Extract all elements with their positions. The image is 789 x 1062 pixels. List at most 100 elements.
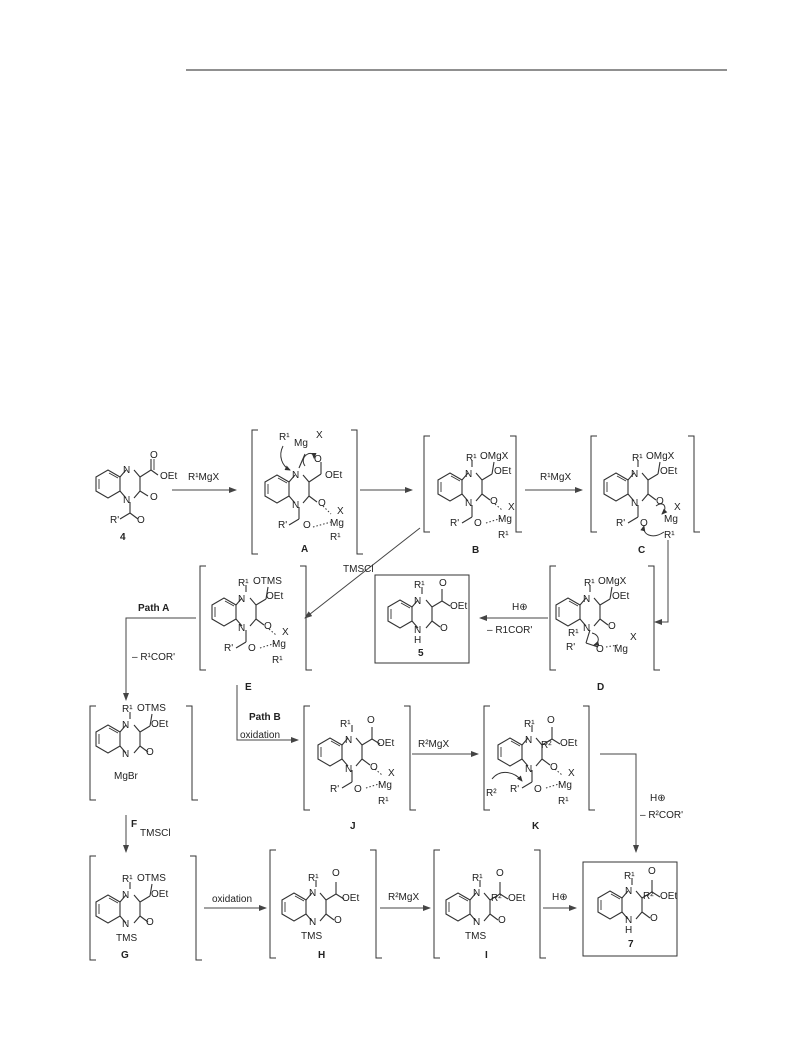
atom-r1: R¹ <box>238 578 249 589</box>
atom-r2: R² <box>643 891 654 902</box>
atom-r1: R¹ <box>584 578 595 589</box>
reagent-r1mgx-2: R¹MgX <box>540 472 571 483</box>
atom-n: N <box>631 469 638 480</box>
atom-x: X <box>508 502 515 513</box>
atom-n: N <box>414 596 421 607</box>
atom-r-prime: R' <box>110 515 119 526</box>
atom-n: N <box>473 888 480 899</box>
atom-n: N <box>625 915 632 926</box>
atom-otms: OTMS <box>137 703 166 714</box>
atom-o: O <box>474 518 482 529</box>
atom-r1: R¹ <box>122 704 133 715</box>
atom-r1: R¹ <box>632 453 643 464</box>
reagent-r2mgx-2: R²MgX <box>388 892 419 903</box>
label-compound-4: 4 <box>120 532 126 543</box>
atom-o: O <box>534 784 542 795</box>
atom-x: X <box>388 768 395 779</box>
atom-otms: OTMS <box>137 873 166 884</box>
label-compound-j: J <box>350 821 356 832</box>
atom-o: O <box>498 915 506 926</box>
atom-o: O <box>146 917 154 928</box>
atom-mg: Mg <box>664 514 678 525</box>
atom-r-prime: R' <box>278 520 287 531</box>
atom-mg: Mg <box>330 518 344 529</box>
reaction-arrows <box>123 487 669 911</box>
atom-h: H <box>414 635 421 646</box>
atom-n: N <box>122 749 129 760</box>
atom-n: N <box>122 919 129 930</box>
atom-o: O <box>334 915 342 926</box>
atom-o: O <box>640 518 648 529</box>
atom-n: N <box>122 890 129 901</box>
atom-oet: OEt <box>660 466 677 477</box>
reagent-oxidation: oxidation <box>240 730 280 741</box>
product-5-structure <box>387 587 451 629</box>
atom-n: N <box>465 498 472 509</box>
atom-x: X <box>568 768 575 779</box>
label-compound-h: H <box>318 950 325 961</box>
atom-tms: TMS <box>116 933 137 944</box>
atom-mg: Mg <box>498 514 512 525</box>
atom-mg: Mg <box>558 780 572 791</box>
atom-oet: OEt <box>450 601 467 612</box>
atom-r1: R¹ <box>414 580 425 591</box>
atom-r1: R¹ <box>279 432 290 443</box>
atom-n: N <box>583 594 590 605</box>
path-a-label: Path A <box>138 603 169 614</box>
intermediate-b-structure <box>437 460 503 524</box>
atom-n: N <box>345 735 352 746</box>
atom-x: X <box>316 430 323 441</box>
atom-n: N <box>238 623 245 634</box>
atom-r1: R¹ <box>498 530 509 541</box>
atom-o: O <box>137 515 145 526</box>
atom-n: N <box>122 720 129 731</box>
atom-oet: OEt <box>508 893 525 904</box>
atom-r2: R² <box>486 788 497 799</box>
label-compound-b: B <box>472 545 479 556</box>
atom-oet: OEt <box>494 466 511 477</box>
atom-r1: R¹ <box>378 796 389 807</box>
atom-r-prime: R' <box>616 518 625 529</box>
reagent-tmscl: TMSCl <box>343 564 374 575</box>
label-compound-f: F <box>131 819 137 830</box>
atom-x: X <box>674 502 681 513</box>
atom-omgx: OMgX <box>598 576 627 587</box>
atom-r1: R¹ <box>340 719 351 730</box>
intermediate-f-structure <box>95 712 153 754</box>
atom-o: O <box>439 578 447 589</box>
atom-r1: R¹ <box>308 873 319 884</box>
atom-oet: OEt <box>342 893 359 904</box>
label-compound-k: K <box>532 821 540 832</box>
path-b-label: Path B <box>249 712 281 723</box>
atom-r1: R¹ <box>330 532 341 543</box>
label-compound-7: 7 <box>628 939 634 950</box>
intermediate-k-structure <box>491 725 563 789</box>
product-7-box <box>582 861 678 957</box>
label-compound-e: E <box>245 682 252 693</box>
atom-n: N <box>123 495 130 506</box>
intermediate-d-structure <box>555 585 619 648</box>
atom-o: O <box>318 498 326 509</box>
atom-o: O <box>314 454 322 465</box>
intermediate-g-structure <box>95 882 153 924</box>
atom-mg: Mg <box>272 639 286 650</box>
atom-mg: Mg <box>614 644 628 655</box>
atom-o: O <box>150 450 158 461</box>
atom-x: X <box>337 506 344 517</box>
atom-n: N <box>525 735 532 746</box>
atom-r-prime: R' <box>450 518 459 529</box>
atom-o: O <box>440 623 448 634</box>
reagent-h-plus-3: H⊕ <box>552 892 568 903</box>
atom-n: N <box>309 917 316 928</box>
atom-n: N <box>292 470 299 481</box>
reagent-tmscl-2: TMSCl <box>140 828 171 839</box>
atom-o: O <box>367 715 375 726</box>
atom-o: O <box>596 644 604 655</box>
reagent-minus-r1cor-2: – R¹COR' <box>132 652 175 663</box>
reagent-minus-r1cor: – R1COR' <box>487 625 532 636</box>
reagent-r2mgx: R²MgX <box>418 739 449 750</box>
atom-oet: OEt <box>151 719 168 730</box>
atom-x: X <box>282 627 289 638</box>
